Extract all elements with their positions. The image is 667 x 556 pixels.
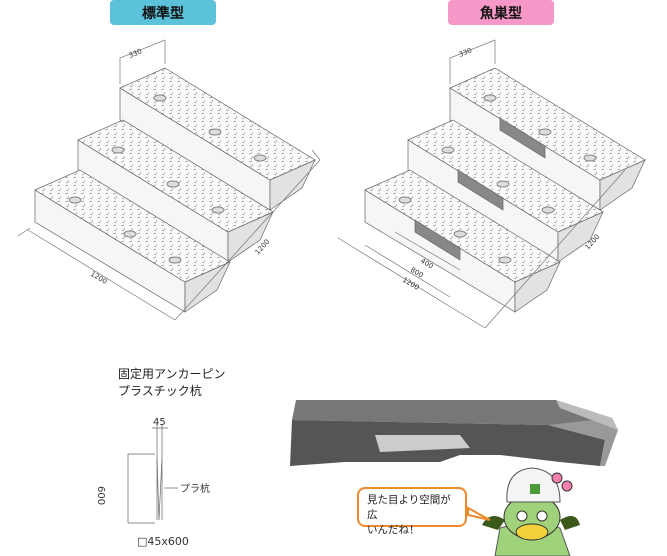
- fish-nest-slot: [499, 117, 546, 159]
- pin-label: プラ杭: [180, 482, 210, 495]
- block-hole: [111, 146, 125, 154]
- pin-drawing: [127, 424, 178, 524]
- fish-slot-outer-dim: 800: [409, 266, 425, 280]
- block-hole: [68, 196, 82, 204]
- fish-length-left-dim: 1200: [401, 276, 420, 292]
- std-width-dim: 330: [128, 47, 143, 59]
- block-hole: [398, 196, 412, 204]
- pin-height-dim: 600: [95, 486, 106, 505]
- pin-title-line1: 固定用アンカーピン: [118, 367, 226, 381]
- pin-title-line2: プラスチック杭: [118, 384, 202, 398]
- block-top-face: [34, 169, 231, 283]
- fish-nest-block-3d: [290, 400, 618, 466]
- std-length-left-dim: 1200: [89, 270, 108, 286]
- block-hole: [498, 256, 512, 264]
- block-hole: [541, 206, 555, 214]
- fish-nest-slot: [457, 169, 504, 211]
- fish-nest-slot: [414, 219, 461, 261]
- mascot-character: [482, 467, 580, 556]
- bubble-line1: 見た目より空間が広: [367, 494, 451, 521]
- anchor-pin-caption: 固定用アンカーピン プラスチック杭: [118, 366, 226, 400]
- block-top-face: [364, 169, 561, 283]
- block-hole: [123, 230, 137, 238]
- block-hole: [208, 128, 222, 136]
- block-hole: [583, 154, 597, 162]
- block-hole: [253, 154, 267, 162]
- pin-width-dim: 45: [153, 417, 166, 428]
- block-hole: [538, 128, 552, 136]
- fish-width-dim: 330: [458, 46, 473, 58]
- block-hole: [453, 230, 467, 238]
- block-top-face: [407, 119, 604, 233]
- block-top-face: [119, 67, 316, 181]
- speech-bubble: 見た目より空間が広 いんだね！: [357, 487, 467, 536]
- fish-nest-type-label: 魚巣型: [448, 0, 554, 25]
- standard-type-label: 標準型: [110, 0, 216, 25]
- block-top-face: [449, 67, 646, 181]
- block-hole: [211, 206, 225, 214]
- block-hole: [168, 256, 182, 264]
- bubble-line2: いんだね！: [367, 524, 420, 536]
- block-hole: [496, 180, 510, 188]
- block-hole: [166, 180, 180, 188]
- block-hole: [153, 94, 167, 102]
- block-hole: [441, 146, 455, 154]
- pin-size: □45x600: [137, 535, 189, 548]
- block-hole: [483, 94, 497, 102]
